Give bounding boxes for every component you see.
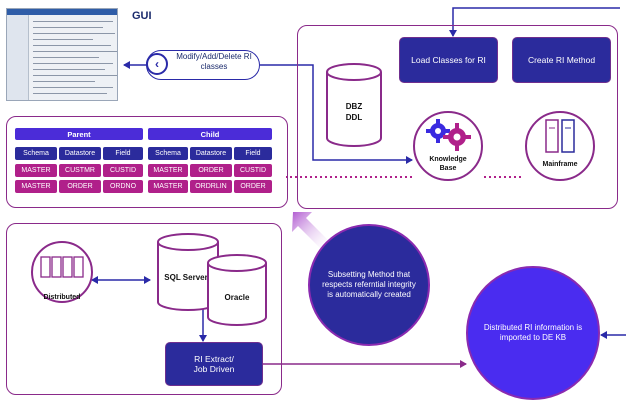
modify-ri-classes-label: Modify/Add/Delete RI classes bbox=[176, 52, 252, 71]
mainframe-label: Mainframe bbox=[542, 161, 578, 168]
load-classes-button[interactable]: Load Classes for RI bbox=[400, 38, 497, 82]
child-title: Child bbox=[148, 128, 272, 140]
gui-row bbox=[33, 57, 99, 58]
child-cell: CUSTID bbox=[234, 164, 272, 177]
oracle-label: Oracle bbox=[224, 293, 250, 302]
arrow-to-load-classes bbox=[449, 7, 620, 37]
gui-row bbox=[33, 33, 115, 34]
gui-sidebar bbox=[7, 15, 29, 100]
gui-row bbox=[33, 27, 103, 28]
ri-relationship-panel bbox=[6, 116, 288, 208]
ddl-label: DDL bbox=[345, 113, 363, 122]
child-cell: MASTER bbox=[148, 164, 188, 177]
ri-extract-line1: RI Extract/ bbox=[194, 354, 234, 364]
subsetting-method-text: Subsetting Method that respects refernti… bbox=[322, 270, 416, 299]
gui-row bbox=[33, 81, 95, 82]
child-cell: ORDER bbox=[234, 180, 272, 193]
ri-extract-line2: Job Driven bbox=[193, 364, 235, 374]
mainframe-circle bbox=[525, 111, 595, 181]
gui-row bbox=[33, 39, 93, 40]
oracle-cylinder-icon bbox=[207, 254, 267, 326]
child-header-datastore: Datastore bbox=[190, 147, 232, 160]
distributed-label: Distributed bbox=[43, 294, 81, 301]
knowledge-base-panel bbox=[297, 25, 618, 209]
distributed-ri-circle: Distributed RI information is imported t… bbox=[466, 266, 600, 400]
base-label: Base bbox=[439, 165, 457, 172]
distributed-servers-icon bbox=[40, 256, 84, 278]
gui-row bbox=[33, 21, 113, 22]
gui-row bbox=[33, 63, 113, 64]
distributed-ri-text: Distributed RI information is imported t… bbox=[483, 323, 583, 342]
sql-server-label: SQL Server bbox=[164, 273, 208, 282]
gui-row bbox=[33, 45, 111, 46]
gears-icon bbox=[426, 119, 471, 151]
child-header-schema: Schema bbox=[148, 147, 188, 160]
child-cell: ORDRLIN bbox=[190, 180, 232, 193]
distributed-sources-panel bbox=[6, 223, 282, 395]
gui-screenshot-thumbnail bbox=[6, 8, 118, 101]
child-cell: MASTER bbox=[148, 180, 188, 193]
gui-row bbox=[33, 69, 105, 70]
sql-server-cylinder-icon bbox=[157, 233, 219, 311]
knowledge-label: Knowledge bbox=[429, 156, 467, 163]
chevron-left-icon: ‹ bbox=[146, 53, 168, 75]
parent-title: Parent bbox=[15, 128, 143, 140]
parent-cell: CUSTID bbox=[103, 164, 143, 177]
parent-cell: MASTER bbox=[15, 180, 57, 193]
mainframe-icon bbox=[545, 119, 575, 153]
ri-extract-button[interactable]: RI Extract/ Job Driven bbox=[166, 343, 262, 385]
child-cell: ORDER bbox=[190, 164, 232, 177]
gui-row bbox=[33, 87, 113, 88]
parent-header-datastore: Datastore bbox=[59, 147, 101, 160]
parent-cell: ORDNO bbox=[103, 180, 143, 193]
parent-header-schema: Schema bbox=[15, 147, 57, 160]
create-ri-method-button[interactable]: Create RI Method bbox=[513, 38, 610, 82]
dbz-label: DBZ bbox=[345, 102, 363, 111]
subsetting-method-circle: Subsetting Method that respects refernti… bbox=[308, 224, 430, 346]
gui-label: GUI bbox=[132, 10, 152, 22]
gui-row bbox=[33, 51, 117, 52]
dbz-ddl-cylinder-icon bbox=[326, 63, 382, 147]
gui-row bbox=[33, 93, 107, 94]
parent-cell: CUSTMR bbox=[59, 164, 101, 177]
fat-arrow-up-left bbox=[292, 212, 332, 252]
parent-cell: MASTER bbox=[15, 164, 57, 177]
parent-cell: ORDER bbox=[59, 180, 101, 193]
child-header-field: Field bbox=[234, 147, 272, 160]
gui-title-bar bbox=[7, 9, 117, 15]
gui-row bbox=[33, 75, 117, 76]
arrow-to-knowledge-base bbox=[260, 64, 413, 164]
parent-header-field: Field bbox=[103, 147, 143, 160]
